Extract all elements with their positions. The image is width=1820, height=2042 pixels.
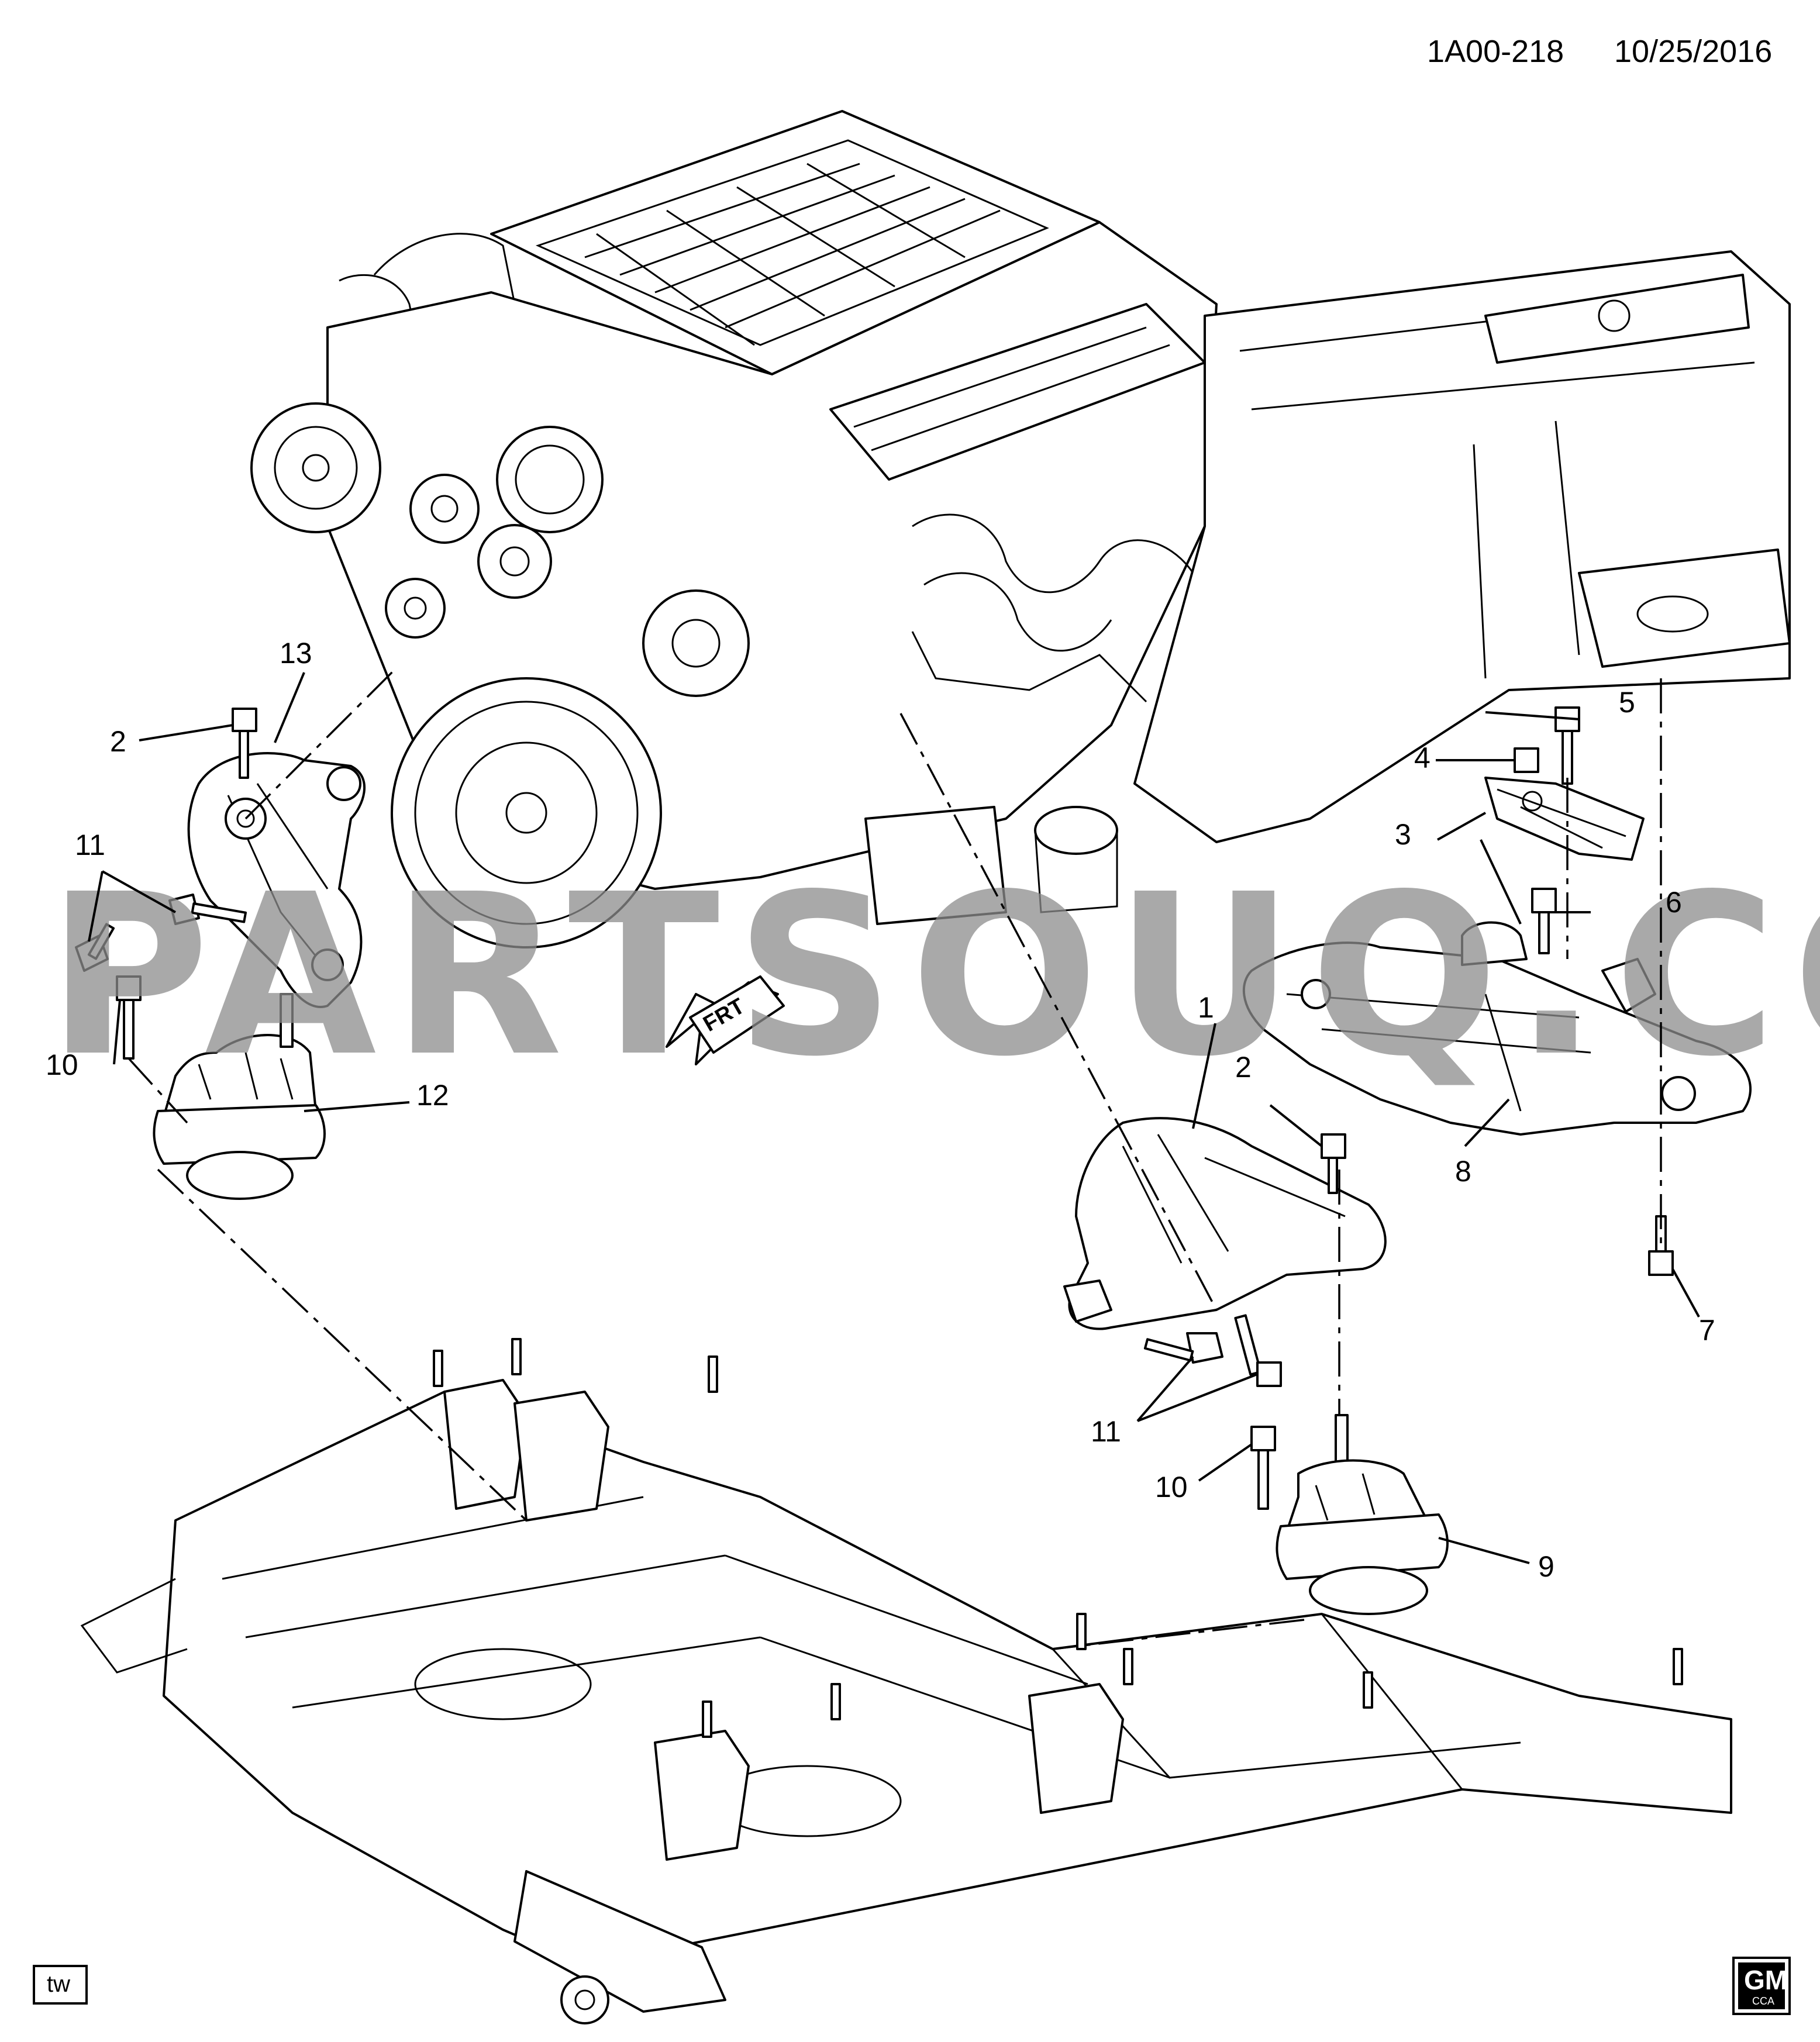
callout-2-left: 2: [110, 725, 126, 758]
callout-10-right: 10: [1155, 1471, 1188, 1503]
callout-9: 9: [1538, 1550, 1554, 1583]
diagram-id: 1A00-218: [1427, 34, 1564, 69]
callout-6: 6: [1666, 886, 1682, 919]
callout-11-right: 11: [1091, 1415, 1121, 1448]
footer-tag-text: tw: [47, 1971, 70, 1997]
gm-logo-sub: CCA: [1752, 1995, 1774, 2007]
watermark: PARTSOUQ.COM: [47, 846, 1820, 1105]
front-direction-arrow: FRT: [666, 975, 785, 1065]
right-engine-mount: [1276, 1414, 1449, 1615]
callout-7: 7: [1699, 1314, 1715, 1347]
gm-logo: GM CCA: [1732, 1957, 1791, 2015]
callout-12: 12: [416, 1079, 449, 1112]
left-engine-mount: [153, 993, 326, 1200]
center-fasteners: [1143, 1133, 1346, 1510]
callout-10-left: 10: [46, 1048, 78, 1081]
left-fasteners: [75, 708, 257, 1060]
gm-logo-text: GM: [1744, 1965, 1787, 1995]
right-fasteners: [1514, 706, 1674, 1276]
callout-leaders: [88, 672, 1700, 1564]
callout-8: 8: [1455, 1155, 1471, 1188]
footer-tag: tw: [33, 1965, 88, 2005]
callout-1: 1: [1198, 991, 1214, 1024]
callout-5: 5: [1619, 686, 1635, 719]
right-mount-bracket: [1063, 1117, 1387, 1330]
callout-4: 4: [1414, 741, 1431, 774]
diagram-date: 10/25/2016: [1614, 34, 1772, 69]
callout-labels: 13 2 11 10 12 1 2 3 4 5 6 7 8 9 11 10: [46, 637, 1715, 1583]
assembly-centerlines: [127, 665, 1662, 1650]
transmission-crossmember: [1242, 921, 1752, 1136]
transmission-mount-bracket: [1484, 777, 1645, 861]
callout-13: 13: [280, 637, 312, 670]
callout-2-right: 2: [1235, 1051, 1252, 1084]
engine-assembly: [250, 110, 1791, 948]
callout-3: 3: [1395, 818, 1411, 851]
front-subframe: [80, 1338, 1732, 2024]
callout-11-left: 11: [75, 829, 105, 861]
